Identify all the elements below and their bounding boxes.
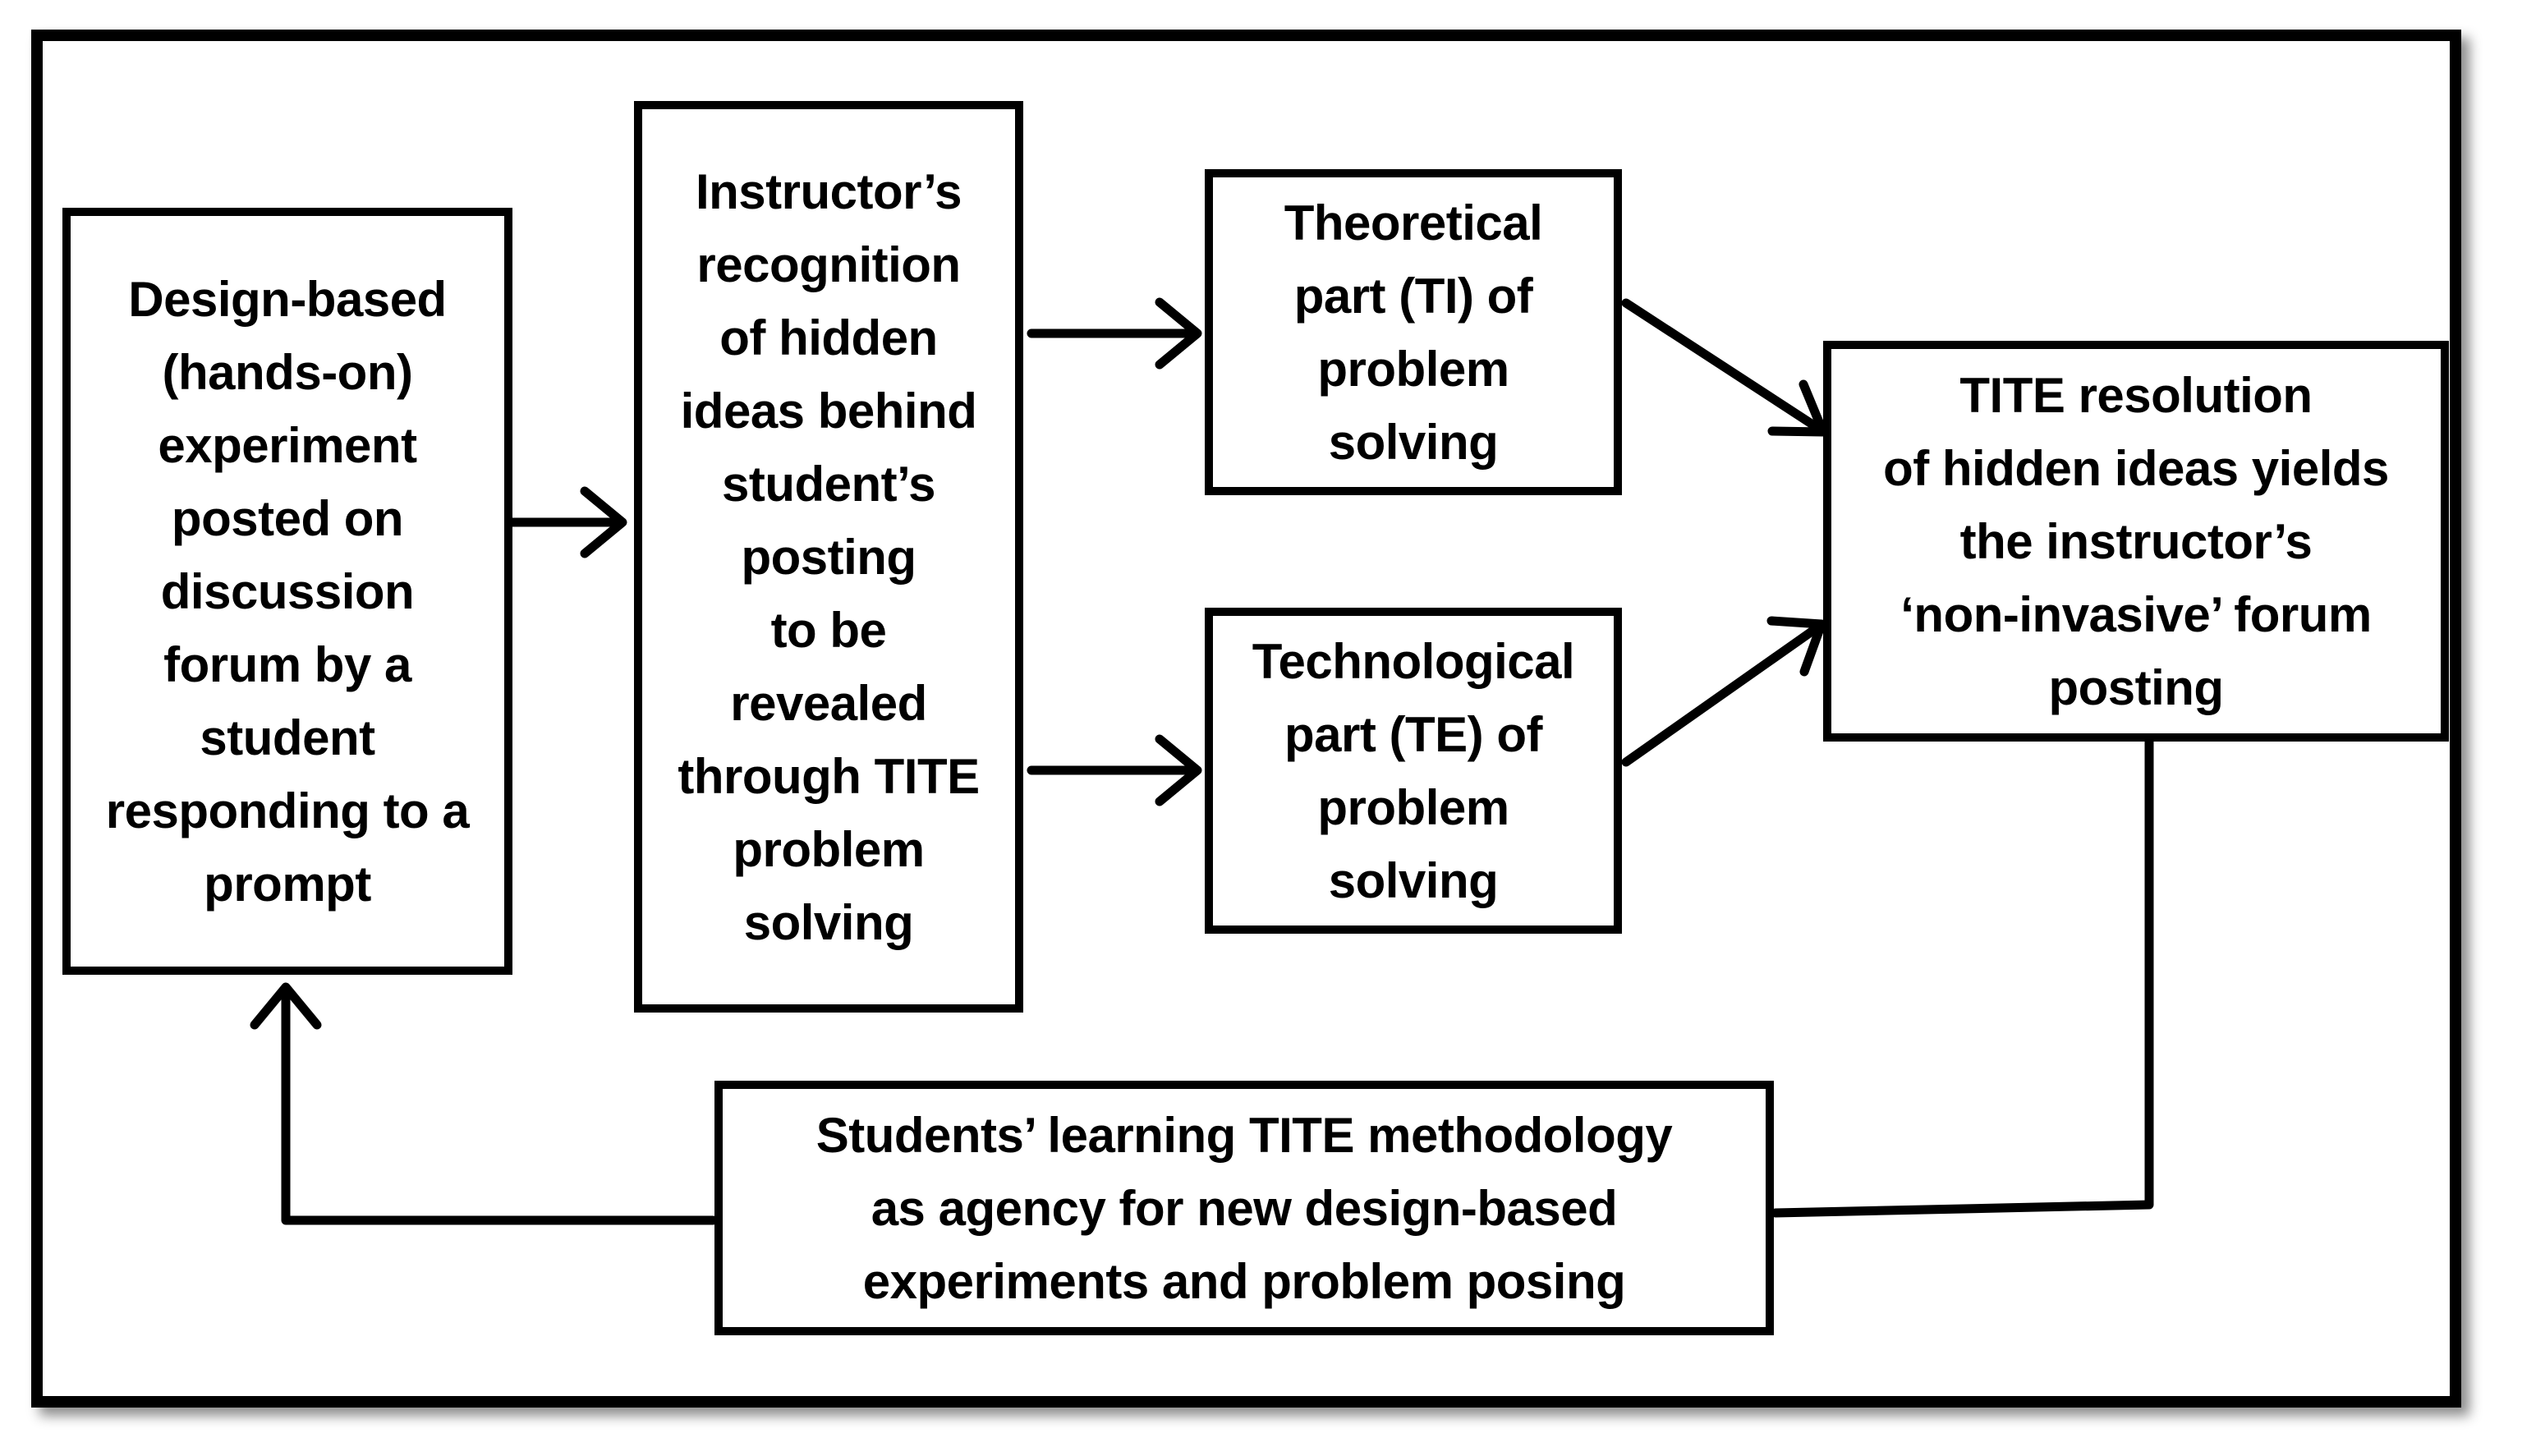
arrowhead-learning-to-design	[250, 982, 322, 1030]
arrowhead-technological-to-resolution	[1766, 616, 1826, 677]
node-tite-resolution: TITE resolution of hidden ideas yields t…	[1823, 341, 2449, 742]
arrowhead-design-to-instructor	[580, 486, 627, 558]
node-students-learning-label: Students’ learning TITE methodology as a…	[815, 1107, 1673, 1309]
line-learning-to-design	[281, 987, 718, 1225]
node-tite-resolution-label: TITE resolution of hidden ideas yields t…	[1883, 367, 2389, 715]
node-technological-part-label: Technological part (TE) of problem solvi…	[1252, 633, 1575, 908]
node-theoretical-part: Theoretical part (TI) of problem solving	[1205, 169, 1622, 495]
arrowhead-instructor-to-theoretical	[1155, 297, 1202, 370]
node-technological-part: Technological part (TE) of problem solvi…	[1205, 608, 1622, 934]
node-design-experiment: Design-based (hands-on) experiment poste…	[62, 208, 512, 975]
node-theoretical-part-label: Theoretical part (TI) of problem solving	[1284, 195, 1543, 470]
arrow-technological-to-resolution	[1621, 621, 1825, 767]
arrow-theoretical-to-resolution	[1621, 298, 1826, 435]
node-students-learning: Students’ learning TITE methodology as a…	[714, 1081, 1774, 1335]
line-resolution-to-learning	[1771, 737, 2154, 1218]
arrowhead-instructor-to-technological	[1155, 734, 1202, 806]
node-instructor-recognition-label: Instructor’s recognition of hidden ideas…	[678, 163, 980, 950]
node-instructor-recognition: Instructor’s recognition of hidden ideas…	[634, 101, 1023, 1013]
node-design-experiment-label: Design-based (hands-on) experiment poste…	[105, 271, 470, 912]
